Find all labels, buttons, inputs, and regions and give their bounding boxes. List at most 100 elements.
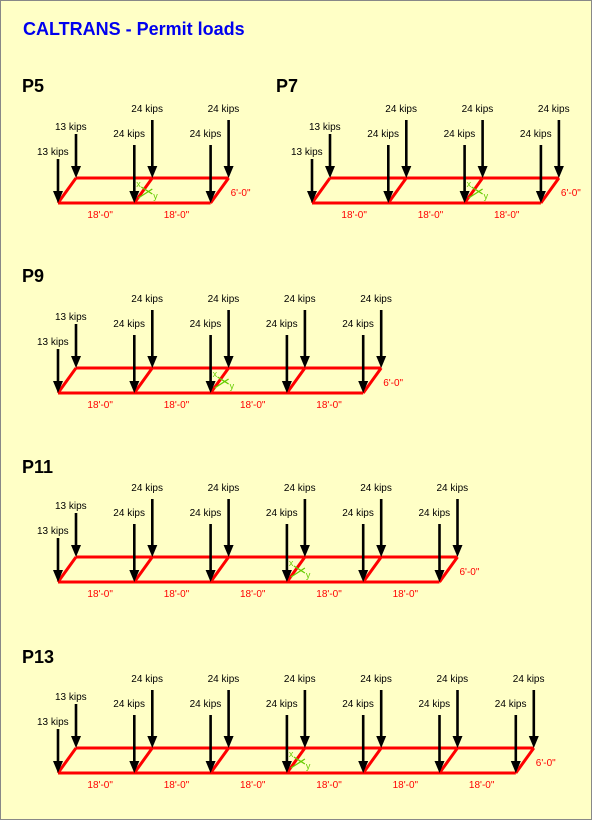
load-label-24-near: 24 kips [342, 319, 374, 330]
load-arrow-24-near [535, 145, 546, 203]
load-arrow-24-near [205, 145, 216, 203]
span-dimension: 18'-0" [469, 780, 495, 791]
span-dimension: 18'-0" [316, 780, 342, 791]
load-label-24-near: 24 kips [444, 129, 476, 140]
load-arrow-24-far [376, 690, 387, 748]
deck-axle-line [361, 556, 383, 583]
load-arrow-24-far [299, 690, 310, 748]
local-axes-icon: xy [136, 179, 158, 201]
arrow-head [147, 545, 158, 557]
span-dimension: 18'-0" [240, 400, 266, 411]
arrow-head [53, 570, 63, 582]
width-dimension: 6'-0" [231, 188, 251, 199]
span-dimension: 18'-0" [87, 210, 113, 221]
load-arrow-24-near [281, 335, 292, 393]
axis-x-label: x [289, 558, 294, 568]
span-dimension: 18'-0" [393, 780, 419, 791]
load-label-13-near: 13 kips [37, 337, 69, 348]
truck-name: P9 [22, 266, 44, 286]
span-dimension: 18'-0" [87, 780, 113, 791]
load-arrow-13-far [325, 134, 335, 178]
load-label-13-far: 13 kips [55, 692, 87, 703]
width-dimension: 6'-0" [460, 567, 480, 578]
deck-axle-line [387, 177, 408, 204]
truck-p9: P9 13 kips 13 kips 24 kips 24 kips 24 kips 24 … [22, 266, 404, 411]
span-dimension: 18'-0" [494, 210, 520, 221]
load-arrow-24-near [383, 145, 394, 203]
load-label-24-far: 24 kips [131, 483, 163, 494]
span-dimension: 18'-0" [316, 400, 342, 411]
load-label-24-near: 24 kips [342, 699, 374, 710]
load-arrow-24-far [147, 499, 158, 557]
load-arrow-24-near [205, 715, 216, 773]
local-axes-icon: xy [467, 179, 489, 201]
load-label-24-far: 24 kips [385, 104, 417, 115]
load-label-24-far: 24 kips [208, 294, 240, 305]
arrow-head [129, 381, 140, 393]
load-label-24-near: 24 kips [419, 699, 451, 710]
deck-axle-line [514, 747, 536, 774]
axis-x-line [290, 567, 306, 578]
arrow-head [477, 166, 488, 178]
deck-axle-line [56, 367, 78, 394]
span-dimension: 18'-0" [418, 210, 444, 221]
load-arrow-13-near [53, 159, 63, 203]
load-arrow-24-far [147, 120, 158, 178]
load-arrow-24-far [223, 690, 234, 748]
arrow-head [510, 761, 521, 773]
axis-y-label: y [230, 381, 235, 391]
arrow-head [459, 191, 470, 203]
load-label-24-near: 24 kips [520, 129, 552, 140]
load-arrow-24-near [281, 524, 292, 582]
arrow-head [281, 381, 292, 393]
arrow-head [147, 166, 158, 178]
load-arrow-24-near [129, 524, 140, 582]
load-arrow-24-far [401, 120, 412, 178]
arrow-head [553, 166, 564, 178]
deck-axle-line [209, 556, 230, 583]
arrow-head [528, 736, 539, 748]
load-label-13-far: 13 kips [309, 122, 341, 133]
load-label-24-far: 24 kips [131, 294, 163, 305]
load-arrow-24-far [299, 499, 310, 557]
deck-axle-line [361, 747, 383, 774]
deck-axle-line [133, 177, 154, 204]
load-arrow-13-far [71, 134, 81, 178]
load-label-13-far: 13 kips [55, 501, 87, 512]
load-label-24-far: 24 kips [360, 483, 392, 494]
deck-axle-line [56, 747, 78, 774]
local-axes-icon: xy [289, 749, 311, 771]
load-arrow-24-far [223, 499, 234, 557]
load-arrow-24-near [205, 335, 216, 393]
truck-name: P7 [276, 76, 298, 96]
load-arrow-24-far [376, 310, 387, 368]
load-arrow-24-far [147, 310, 158, 368]
load-arrow-24-near [358, 335, 369, 393]
span-dimension: 18'-0" [87, 400, 113, 411]
arrow-head [53, 381, 63, 393]
width-dimension: 6'-0" [536, 758, 556, 769]
load-label-24-far: 24 kips [208, 674, 240, 685]
arrow-head [358, 761, 369, 773]
axis-x-label: x [467, 179, 472, 189]
load-label-24-near: 24 kips [190, 508, 222, 519]
load-label-13-far: 13 kips [55, 312, 87, 323]
arrow-head [376, 736, 387, 748]
load-arrow-24-far [452, 499, 463, 557]
load-arrow-24-far [147, 690, 158, 748]
arrow-head [205, 191, 216, 203]
load-label-13-near: 13 kips [291, 147, 323, 158]
arrow-head [71, 356, 81, 368]
deck-axle-line [133, 367, 154, 394]
span-dimension: 18'-0" [164, 780, 190, 791]
load-label-24-far: 24 kips [284, 674, 316, 685]
span-dimension: 18'-0" [393, 589, 419, 600]
axis-x-label: x [136, 179, 141, 189]
arrow-head [71, 736, 81, 748]
load-label-24-far: 24 kips [360, 674, 392, 685]
load-label-24-near: 24 kips [266, 319, 298, 330]
load-label-24-far: 24 kips [284, 483, 316, 494]
